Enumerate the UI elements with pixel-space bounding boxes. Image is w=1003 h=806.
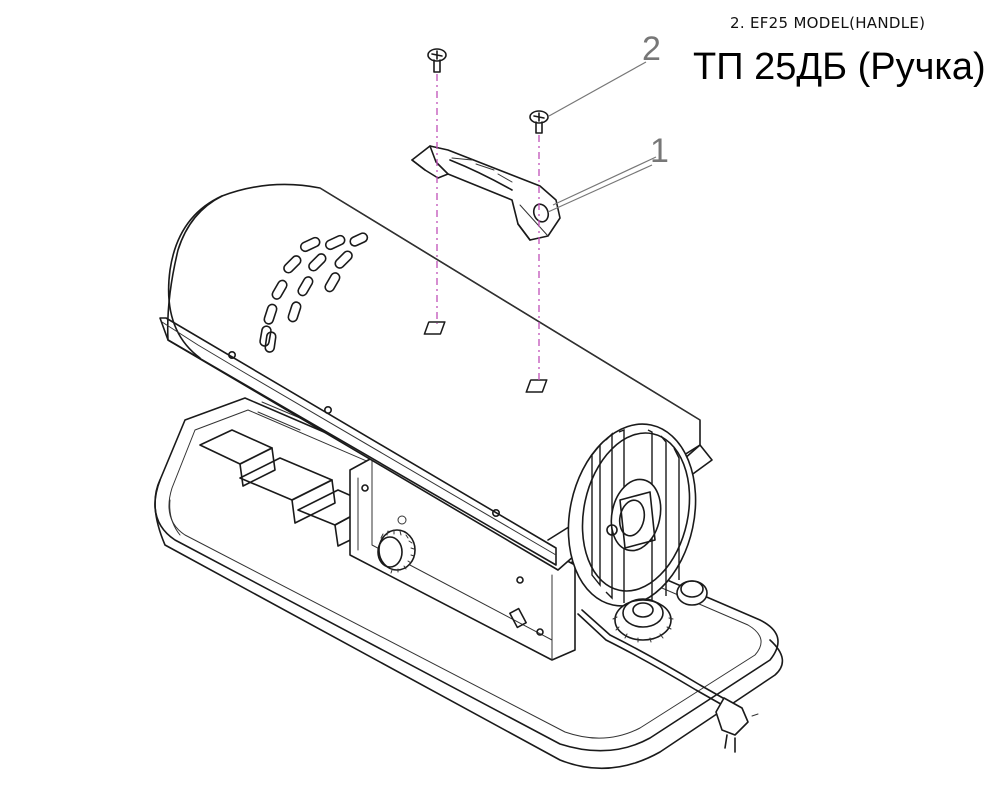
fuel-cap xyxy=(612,598,674,643)
assembly-axis-lines xyxy=(436,74,540,382)
ru-title: ТП 25ДБ (Ручка) xyxy=(693,46,986,88)
callout-leaders xyxy=(547,61,657,213)
screw-part-right xyxy=(529,110,549,134)
vent-slots xyxy=(259,232,369,353)
power-cord xyxy=(577,609,759,753)
thermostat-knob xyxy=(377,529,416,574)
callout-number-1: 1 xyxy=(650,132,669,170)
handle-part xyxy=(411,145,561,241)
front-grille xyxy=(567,423,697,607)
screw-part-left xyxy=(427,48,447,73)
model-caption: 2. EF25 MODEL(HANDLE) xyxy=(730,14,926,32)
fuel-gauge xyxy=(676,580,708,606)
callout-number-2: 2 xyxy=(642,30,661,68)
